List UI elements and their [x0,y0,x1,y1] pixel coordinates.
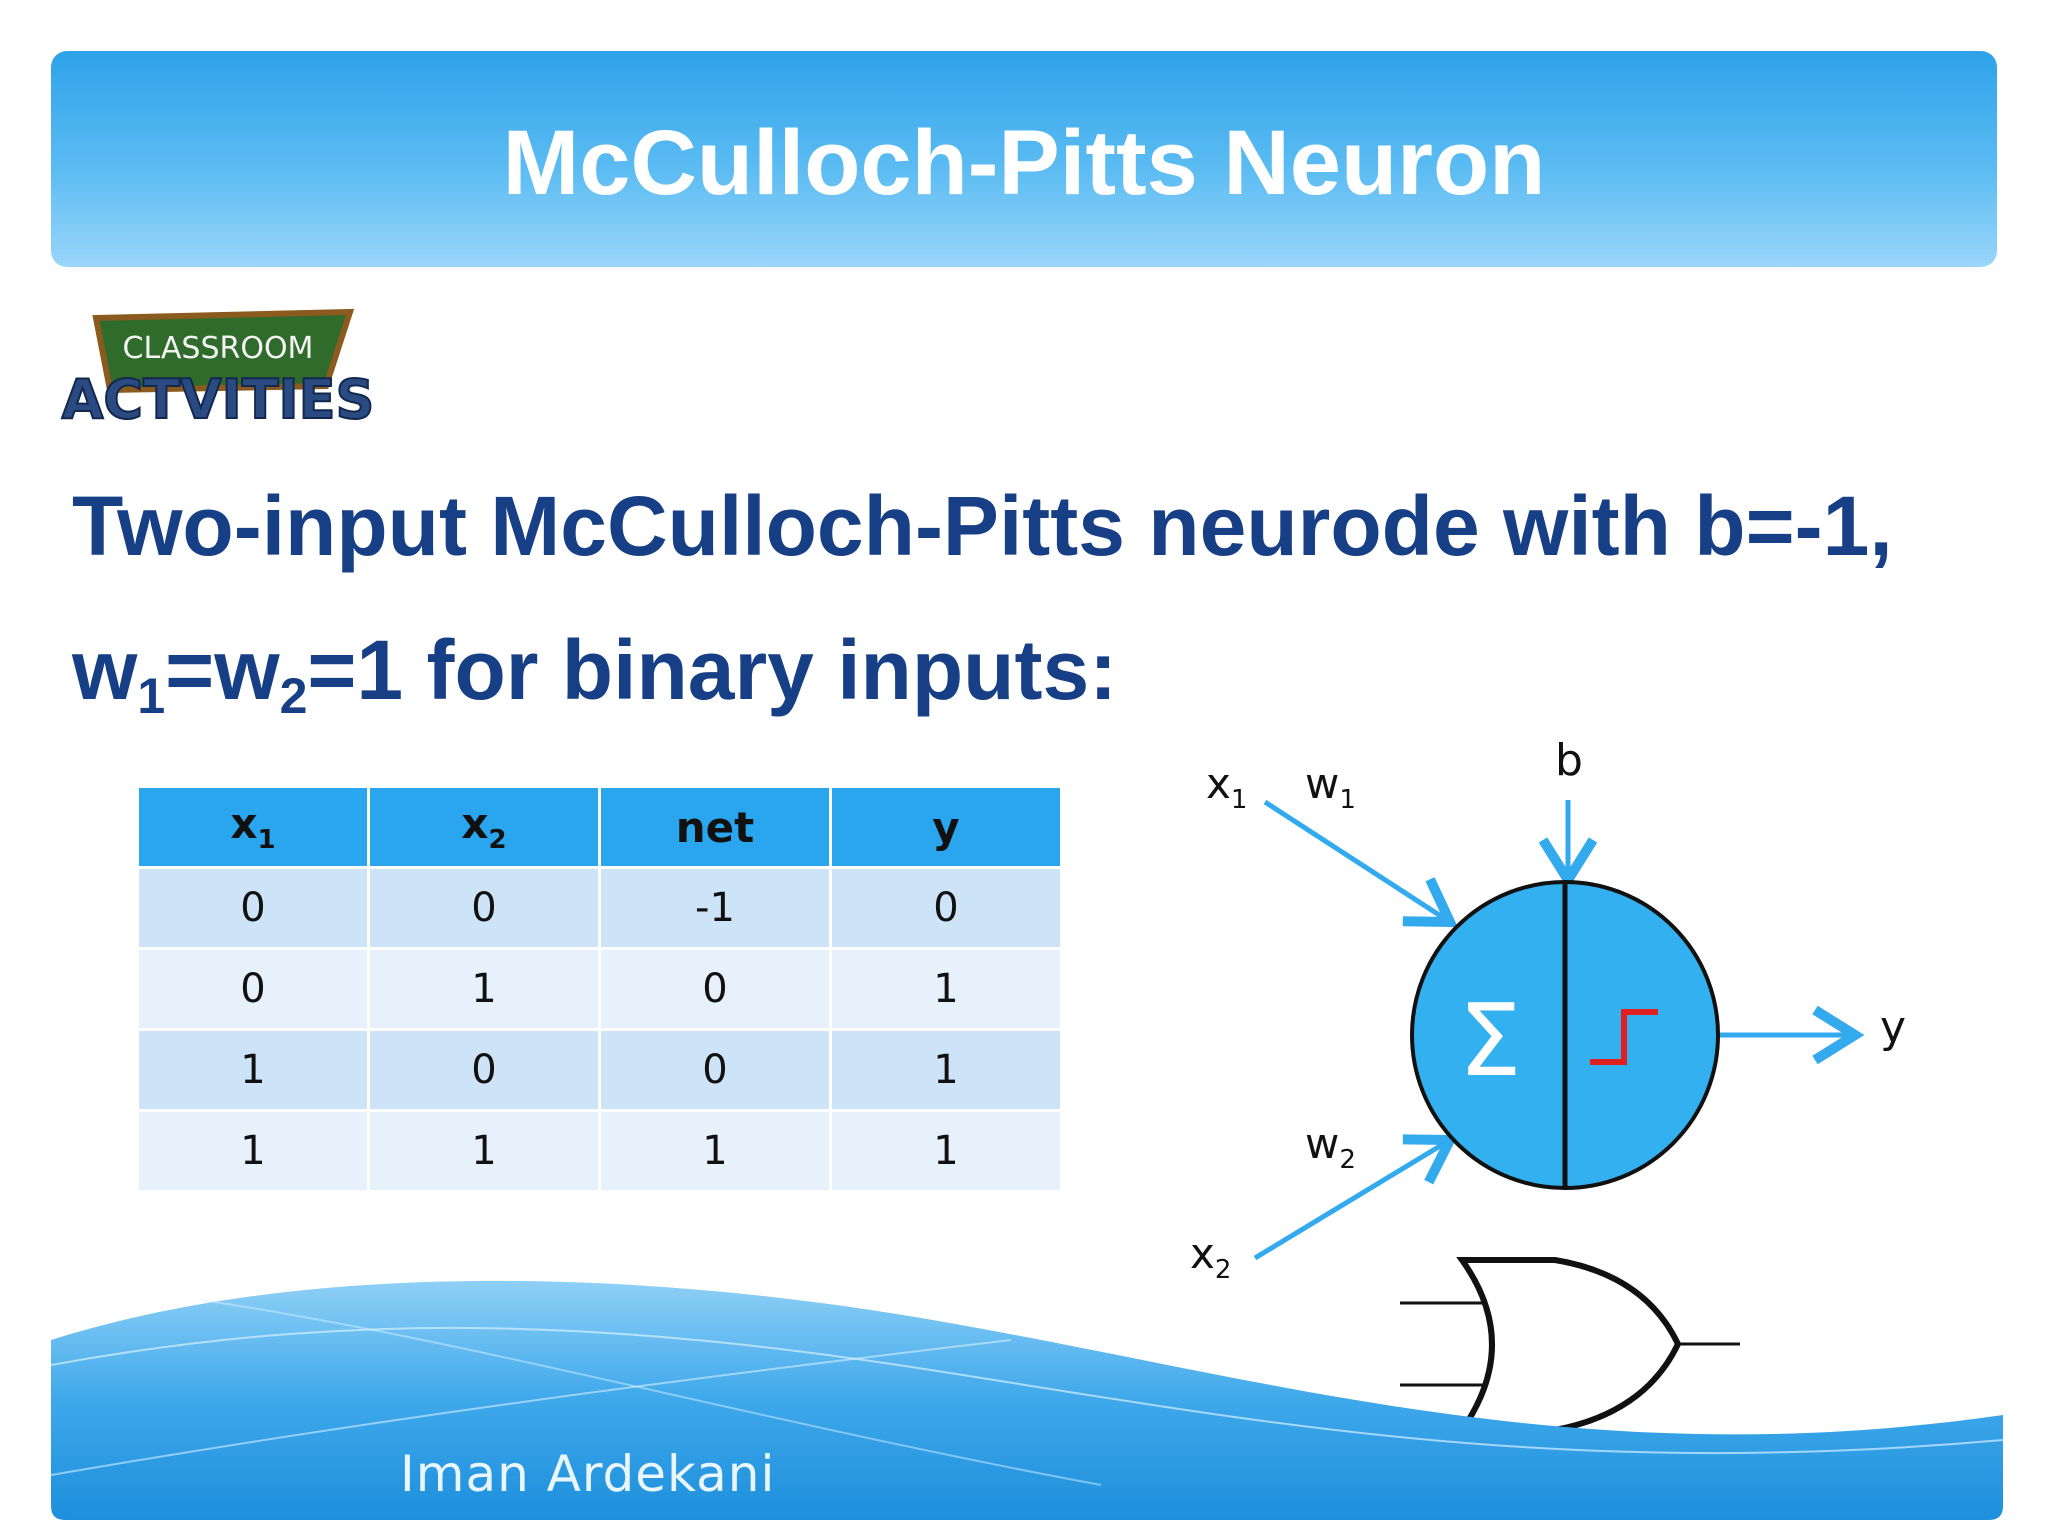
title-bar: McCulloch-Pitts Neuron [51,51,1997,267]
header-net: net [601,788,829,866]
table-cell: -1 [601,869,829,947]
table-cell: 1 [139,1112,367,1190]
table-cell: 0 [139,869,367,947]
truth-table: x1 x2 net y 0 0 -1 0 0 1 0 1 1 0 0 1 1 1… [136,785,1063,1193]
heading-line-1: Two-input McCulloch-Pitts neurode with b… [72,479,1893,573]
logo-line2: ACTVITIES [62,368,375,431]
header-x2: x2 [370,788,598,866]
input-x1-arrow [1263,799,1458,928]
table-cell: 0 [832,869,1060,947]
author-name: Iman Ardekani [400,1445,776,1503]
step-function-icon [1590,1009,1658,1065]
table-cell: 1 [832,1112,1060,1190]
neuron-diagram: Σ x1 w1 b w2 x2 y [1190,735,1906,1433]
table-row: 0 0 -1 0 [139,869,1060,947]
table-cell: 1 [370,950,598,1028]
label-x1: x1 [1206,759,1247,815]
label-y: y [1880,1002,1906,1053]
footer-wave [51,1280,2003,1520]
header-y: y [832,788,1060,866]
table-row: 1 0 0 1 [139,1031,1060,1109]
table-cell: 1 [370,1112,598,1190]
label-w2: w2 [1305,1119,1356,1175]
table-cell: 0 [601,1031,829,1109]
table-header-row: x1 x2 net y [139,788,1060,866]
label-x2: x2 [1190,1229,1231,1285]
table-cell: 0 [139,950,367,1028]
heading-line-2: w1=w2=1 for binary inputs: [72,623,1118,724]
label-w1: w1 [1305,759,1356,815]
table-row: 1 1 1 1 [139,1112,1060,1190]
table-cell: 1 [832,1031,1060,1109]
table-cell: 0 [601,950,829,1028]
table-cell: 1 [139,1031,367,1109]
table-cell: 0 [370,1031,598,1109]
sum-symbol: Σ [1458,982,1521,1099]
slide-title: McCulloch-Pitts Neuron [502,111,1546,214]
logo-line1: CLASSROOM [123,331,314,366]
table-row: 0 1 0 1 [139,950,1060,1028]
input-x2-arrow [1253,1134,1459,1261]
table-cell: 0 [370,869,598,947]
table-cell: 1 [601,1112,829,1190]
or-gate-icon [1400,1257,1740,1433]
label-b: b [1555,735,1583,786]
classroom-activities-logo: CLASSROOM ACTVITIES [61,308,375,432]
header-x1: x1 [139,788,367,866]
table-cell: 1 [832,950,1060,1028]
